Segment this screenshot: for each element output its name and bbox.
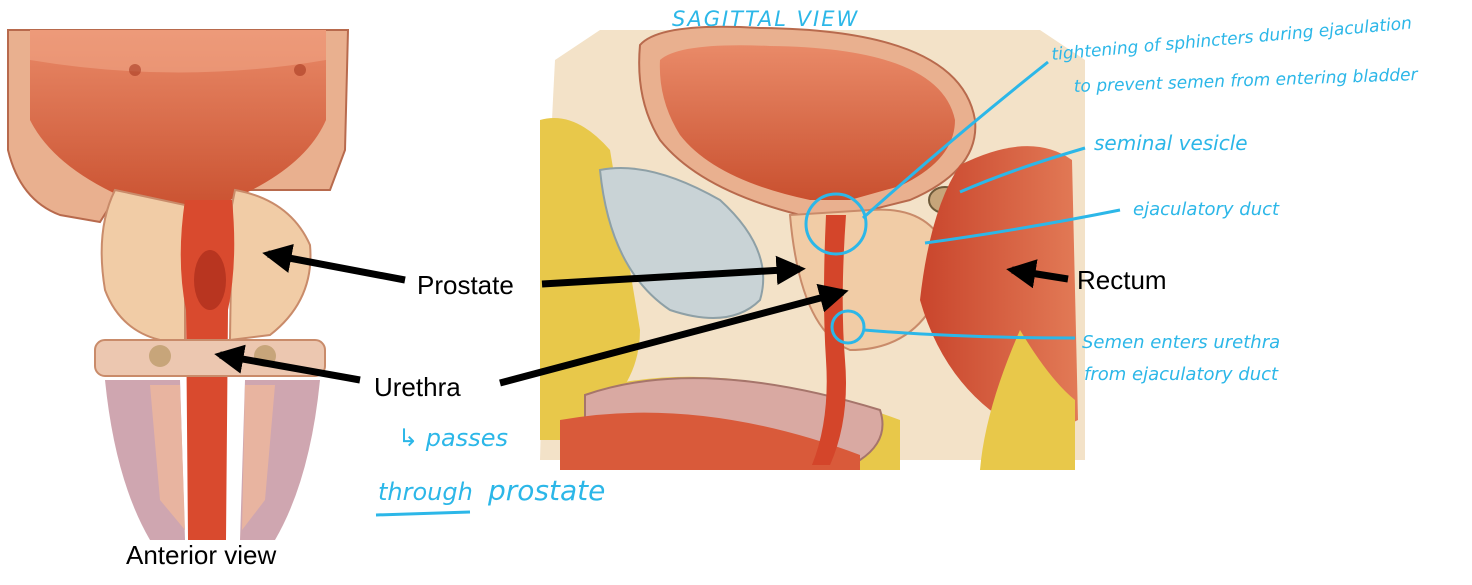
semen-enters-line2: from ejaculatory duct xyxy=(1084,364,1279,385)
sphincter-leader-line xyxy=(861,60,1049,220)
prostate-left-arrow-icon xyxy=(262,243,406,284)
urethra-right-arrow-icon xyxy=(499,283,849,387)
prostate-right-arrow-icon xyxy=(541,255,806,288)
through-underline xyxy=(375,510,471,517)
ejaculatory-duct-leader-line xyxy=(924,208,1121,245)
urethra-left-arrow-icon xyxy=(214,344,361,384)
sagittal-view-illustration xyxy=(540,25,1085,470)
sphincter-note-line2: to prevent semen from entering bladder xyxy=(1073,65,1418,97)
semen-enters-leader-line xyxy=(863,328,1076,340)
seminal-vesicle-leader-line xyxy=(959,146,1086,194)
anterior-view-caption: Anterior view xyxy=(126,540,276,570)
label-arrows xyxy=(214,243,1069,387)
passes-note-line1: ↳ passes xyxy=(398,424,508,452)
sagittal-view-heading: SAGITTAL VIEW xyxy=(672,7,859,31)
rectum-arrow-icon xyxy=(1006,259,1069,289)
passes-note-line2b: prostate xyxy=(487,474,605,507)
urethra-label: Urethra xyxy=(374,372,461,402)
seminal-vesicle-label: seminal vesicle xyxy=(1094,131,1248,155)
passes-note-line2a: through xyxy=(378,478,473,506)
sphincter-note-line1: tightening of sphincters during ejaculat… xyxy=(1051,14,1413,65)
annotation-overlay xyxy=(804,60,1121,345)
ejaculatory-duct-label: ejaculatory duct xyxy=(1133,199,1280,220)
rectum-label: Rectum xyxy=(1077,265,1167,295)
prostate-label: Prostate xyxy=(417,270,514,300)
sphincter-highlight-circle-icon xyxy=(804,192,868,256)
semen-enters-line1: Semen enters urethra xyxy=(1082,332,1280,353)
anterior-view-illustration xyxy=(7,29,350,540)
